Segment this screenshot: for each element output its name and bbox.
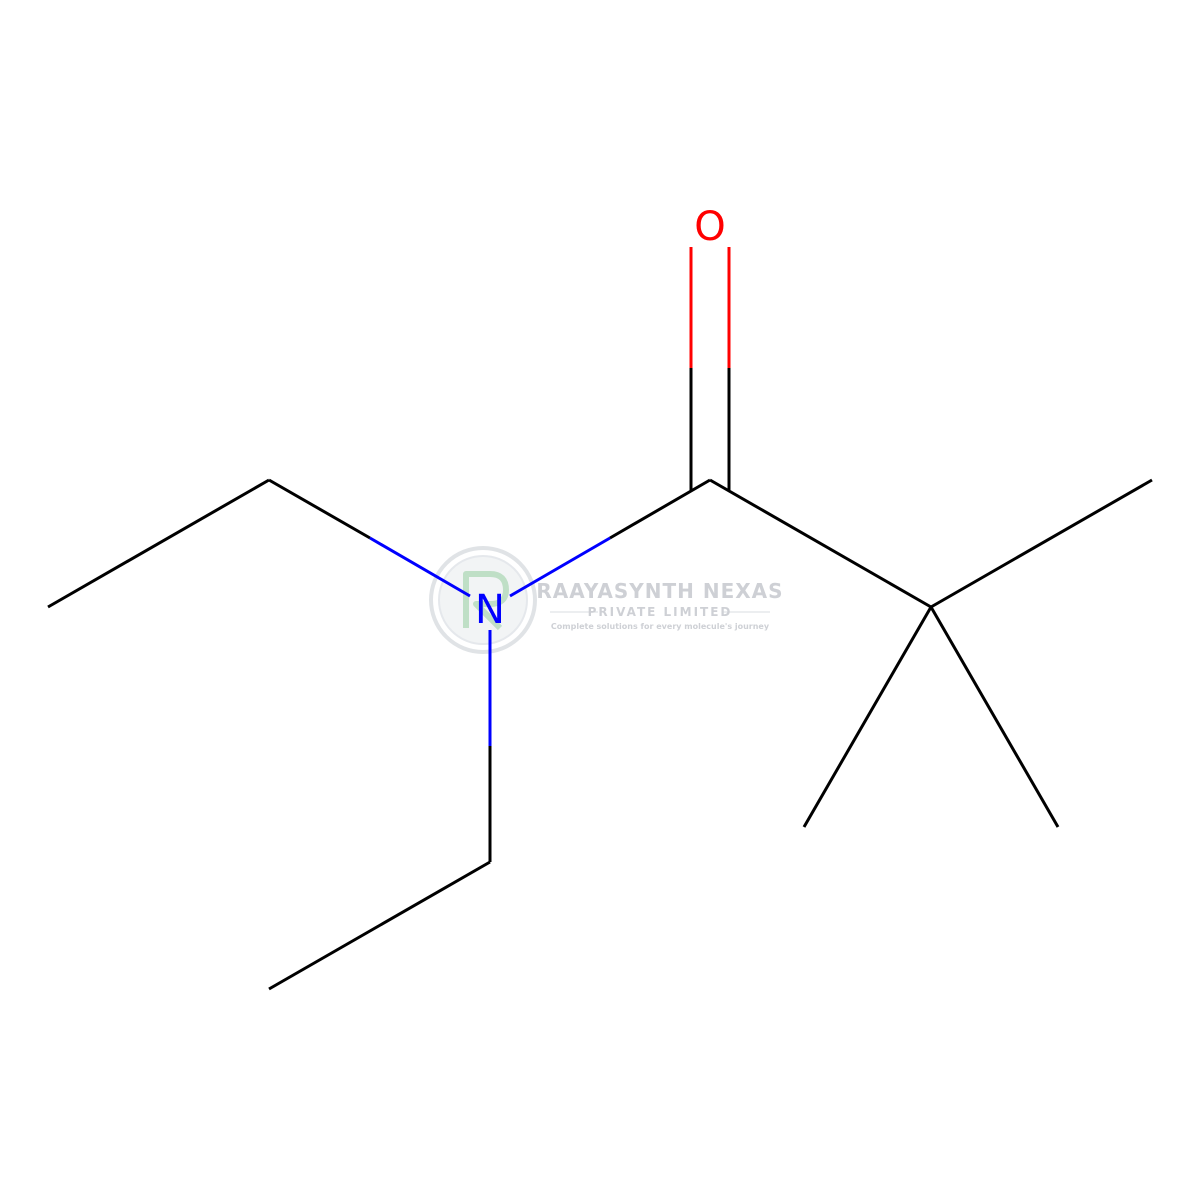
bond-ethyl1-ch2-n-blue [369,536,471,598]
watermark: RAAYASYNTH NEXAS PRIVATE LIMITED Complet… [429,546,783,654]
bond-n-carbonyl-black [609,478,711,540]
bond-ethyl1-ch2-n-black [268,478,371,540]
bonds [47,247,1153,991]
atom-oxygen-label: O [694,204,725,250]
bond-quaternary-methyl-left [802,606,933,828]
bond-ethyl1-ch3-ch2 [47,478,270,609]
watermark-logo [429,546,537,654]
bond-carbonyl-quaternary [709,478,932,609]
watermark-title: RAAYASYNTH NEXAS [536,579,783,603]
bond-ethyl2-ch2-ch3 [268,860,491,991]
watermark-subtitle: PRIVATE LIMITED [588,605,733,619]
atom-nitrogen-label: N [475,587,505,633]
bond-quaternary-methyl-right [929,606,1060,828]
bond-quaternary-methyl-top [930,478,1153,609]
watermark-tagline: Complete solutions for every molecule's … [551,622,770,631]
bond-n-carbonyl-blue [509,536,611,598]
